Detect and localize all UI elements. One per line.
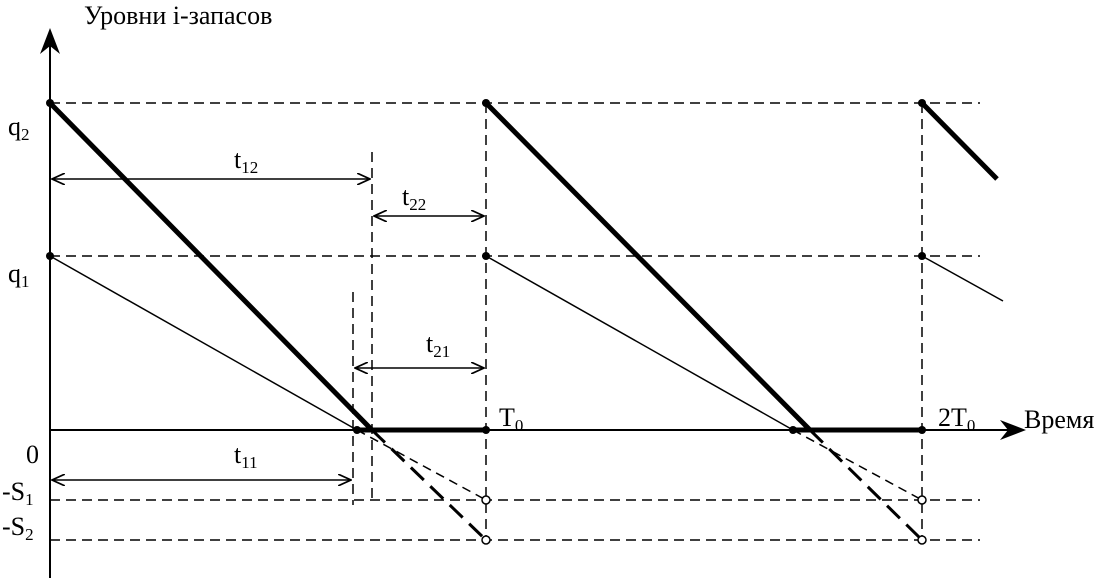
points xyxy=(46,99,926,434)
inventory-2-cycle-3 xyxy=(920,101,999,181)
reference-lines xyxy=(50,102,980,541)
point-q1-t0 xyxy=(482,252,490,260)
inventory-1-shortage xyxy=(356,429,923,501)
dimension-arrows xyxy=(52,179,484,480)
inventory-1-shortage-1 xyxy=(356,429,487,501)
2t0-label: 2T0 xyxy=(938,403,975,435)
point-q2-start xyxy=(46,99,54,107)
point-q1-start xyxy=(46,252,54,260)
point-q1-2t0 xyxy=(918,252,926,260)
t11-label: t11 xyxy=(234,440,258,472)
point-zero-1 xyxy=(353,426,361,434)
s2-label: -S2 xyxy=(2,512,34,544)
inventory-2-cycle-1 xyxy=(48,101,374,432)
t21-label: t21 xyxy=(426,329,450,361)
x-axis-label: Время xyxy=(1024,405,1094,434)
t22-label: t22 xyxy=(402,182,426,214)
inventory-1-lines xyxy=(49,255,1004,431)
inventory-1-cycle-3 xyxy=(921,255,1004,302)
inventory-1-shortage-2 xyxy=(792,429,923,501)
q2-label: q2 xyxy=(8,112,30,144)
chart-title: Уровни i-запасов xyxy=(84,1,272,30)
open-point-s2-t0 xyxy=(481,535,491,545)
inventory-1-cycle-1 xyxy=(49,255,358,431)
open-point-s1-2t0 xyxy=(917,495,927,505)
zero-label: 0 xyxy=(26,440,39,469)
y-axis-arrow xyxy=(40,28,60,54)
inventory-1-cycle-2 xyxy=(485,255,794,431)
s1-label: -S1 xyxy=(2,477,34,509)
t0-label: T0 xyxy=(499,403,523,435)
x-axis-arrow xyxy=(1000,420,1026,440)
point-t0 xyxy=(482,426,490,434)
t12-label: t12 xyxy=(234,145,258,177)
inventory-2-lines xyxy=(48,101,999,433)
inventory-2-cycle-2 xyxy=(484,101,812,432)
point-zero-2 xyxy=(789,426,797,434)
point-2t0 xyxy=(918,426,926,434)
inventory-2-shortage-1 xyxy=(370,428,488,542)
open-point-s1-t0 xyxy=(481,495,491,505)
q1-label: q1 xyxy=(8,259,30,291)
point-q2-2t0 xyxy=(918,99,926,107)
point-q2-t0 xyxy=(482,99,490,107)
open-points xyxy=(481,495,927,545)
open-point-s2-2t0 xyxy=(917,535,927,545)
inventory-2-shortage-2 xyxy=(808,428,924,542)
inventory-2-shortage xyxy=(370,428,924,542)
